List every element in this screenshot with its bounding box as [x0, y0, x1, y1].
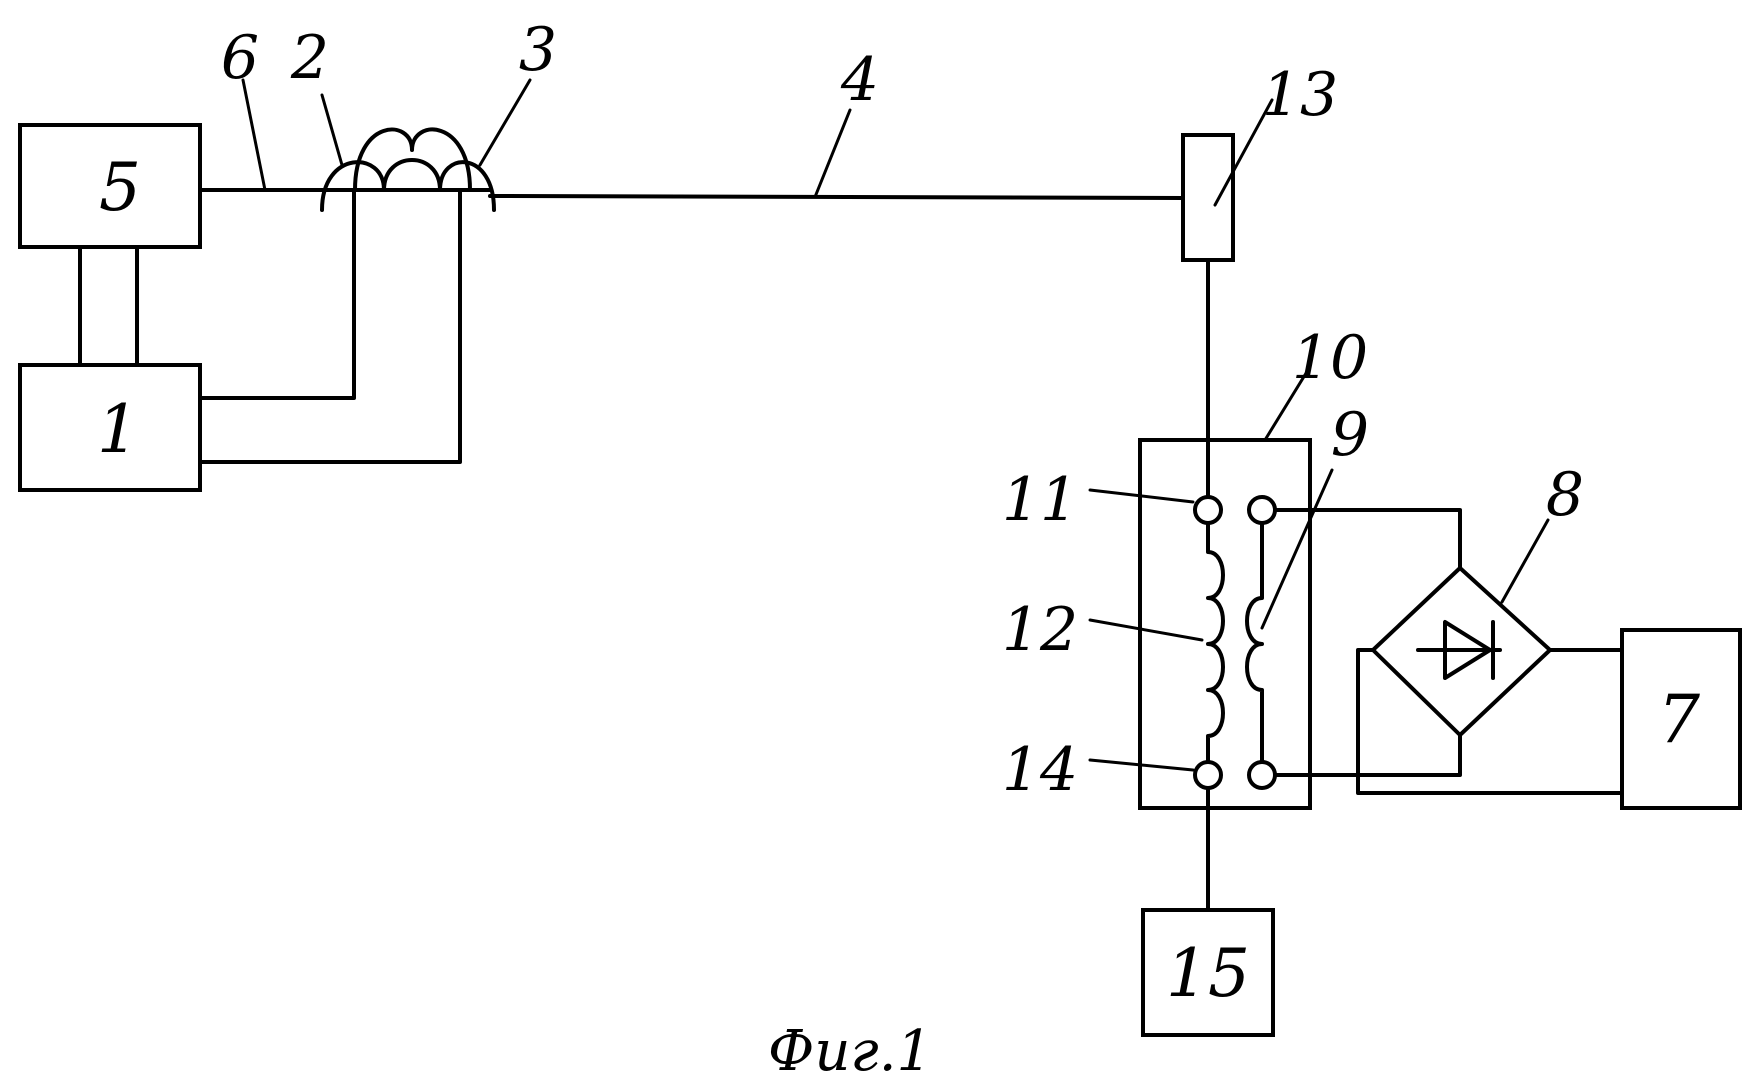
terminal-top-right — [1249, 497, 1275, 523]
label-13: 13 — [1262, 60, 1338, 130]
label-12: 12 — [1002, 595, 1078, 665]
block-7: 7 — [1622, 630, 1740, 808]
leader-4 — [815, 110, 850, 197]
block-15: 15 — [1143, 910, 1273, 1035]
leader-6 — [243, 80, 265, 190]
leader-8 — [1502, 520, 1548, 602]
label-8: 8 — [1546, 460, 1584, 530]
figure-caption: Фиг.1 — [768, 1019, 932, 1084]
element-13 — [1183, 135, 1233, 260]
terminal-14 — [1195, 762, 1221, 788]
line-4 — [490, 196, 1183, 198]
leader-12 — [1090, 620, 1202, 640]
label-3: 3 — [519, 15, 557, 85]
terminal-11 — [1195, 497, 1221, 523]
wire-sec-bottom-to-bridge — [1275, 735, 1460, 775]
leader-3 — [480, 80, 530, 165]
wire-coil2-to-block1 — [200, 190, 354, 398]
leader-2 — [322, 95, 342, 165]
label-14: 14 — [1002, 735, 1078, 805]
winding-12 — [1208, 523, 1223, 762]
block-10 — [1140, 440, 1310, 808]
label-2: 2 — [290, 23, 329, 93]
label-6: 6 — [221, 23, 259, 93]
terminal-bottom-right — [1249, 762, 1275, 788]
block-7-label: 7 — [1658, 681, 1700, 758]
block-1-label: 1 — [97, 391, 139, 468]
label-11: 11 — [1002, 465, 1078, 535]
label-9: 9 — [1331, 400, 1369, 470]
winding-9 — [1247, 523, 1262, 762]
block-1: 1 — [20, 365, 200, 490]
label-4: 4 — [840, 45, 879, 115]
leader-9 — [1262, 470, 1332, 628]
block-5: 5 — [20, 125, 200, 247]
label-10: 10 — [1292, 323, 1368, 393]
block-15-label: 15 — [1166, 935, 1250, 1012]
wire-coil3-to-block1 — [200, 190, 460, 462]
block-5-label: 5 — [99, 149, 141, 226]
bridge-rectifier-8 — [1373, 568, 1550, 735]
